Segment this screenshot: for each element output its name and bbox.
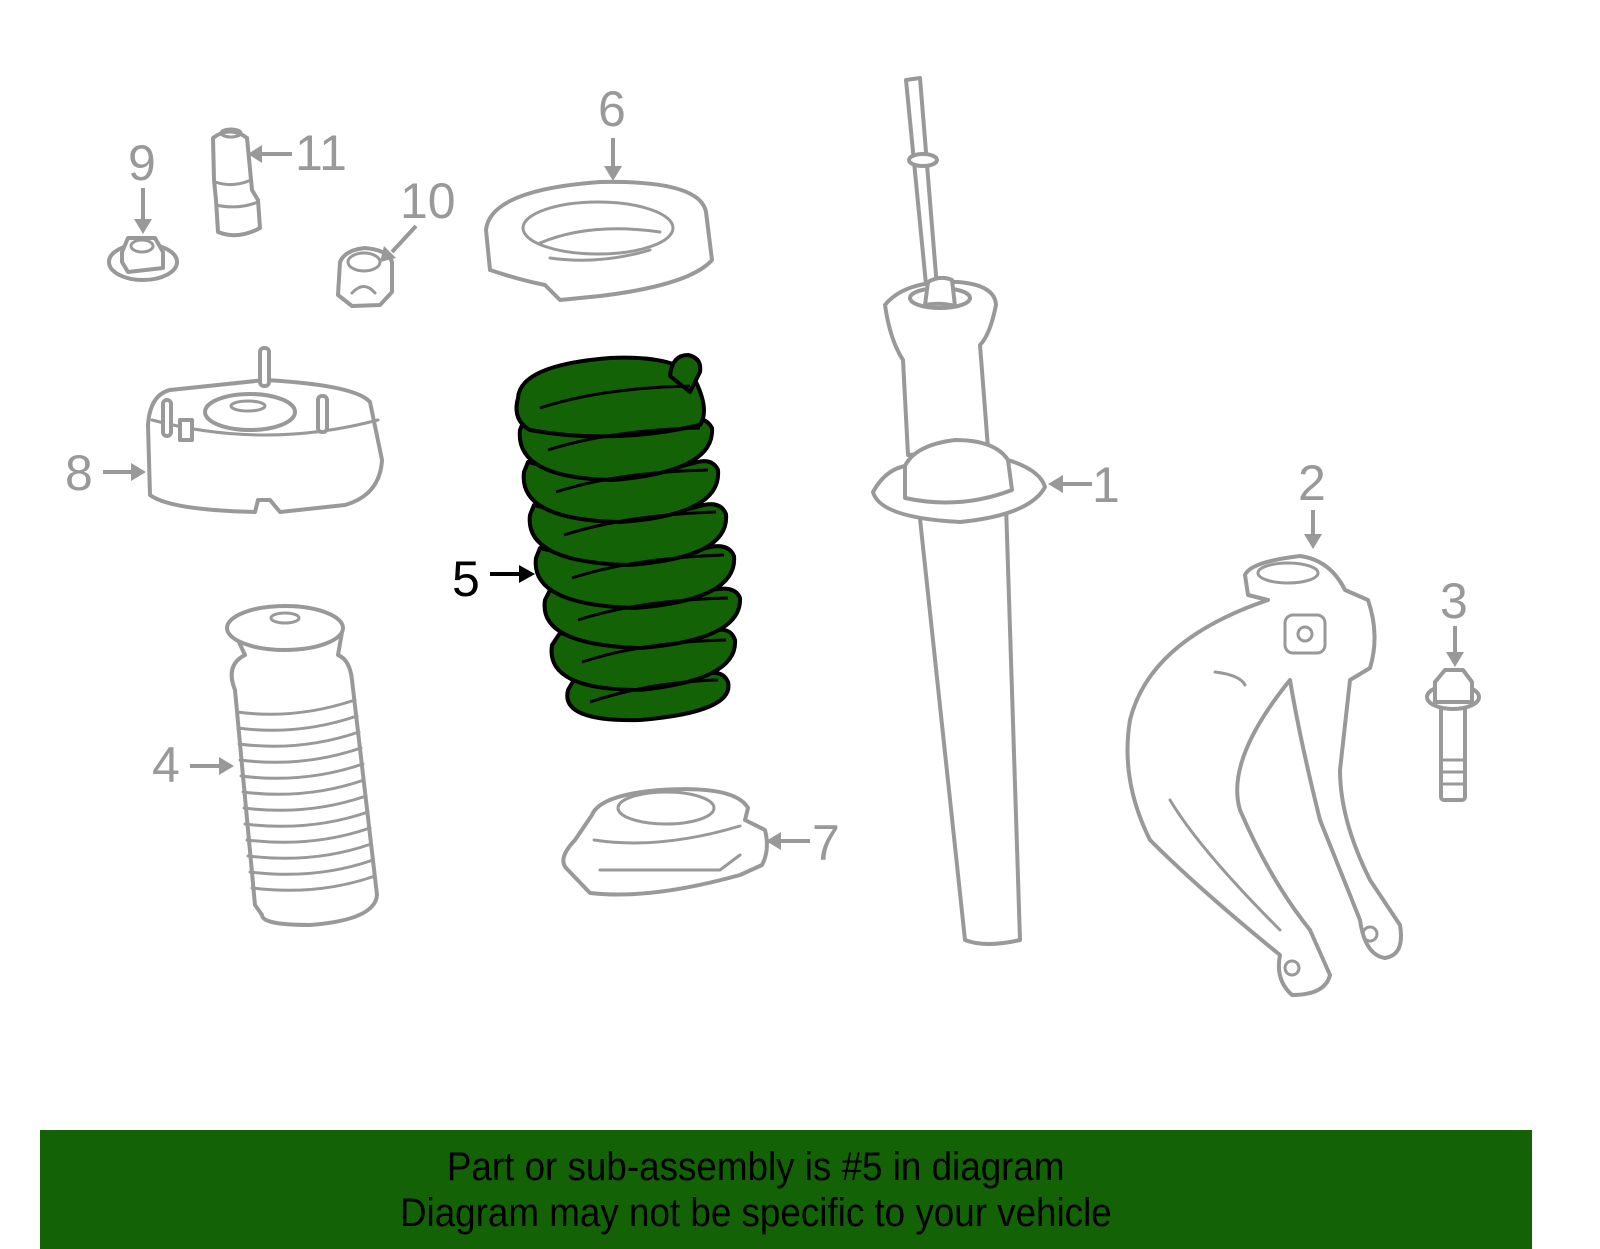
part-1-strut[interactable] <box>871 76 1047 946</box>
callout-10[interactable]: 10 <box>380 173 456 262</box>
part-5-coil-spring[interactable] <box>514 353 743 723</box>
callout-5[interactable]: 5 <box>452 551 535 607</box>
callout-6[interactable]: 6 <box>598 81 626 181</box>
callout-7-label: 7 <box>812 815 840 871</box>
callout-3-label: 3 <box>1440 573 1468 629</box>
callout-7[interactable]: 7 <box>766 815 840 871</box>
part-11-bump-stop[interactable] <box>211 127 262 238</box>
part-8-strut-mount[interactable] <box>146 346 384 514</box>
part-7-lower-spring-seat[interactable] <box>561 787 769 897</box>
callout-2[interactable]: 2 <box>1298 455 1326 549</box>
callout-11-label: 11 <box>295 125 347 181</box>
callout-4[interactable]: 4 <box>152 737 234 793</box>
part-4-dust-boot[interactable] <box>225 604 379 927</box>
callout-6-label: 6 <box>598 81 626 137</box>
callout-2-label: 2 <box>1298 455 1326 511</box>
part-10-lock-nut[interactable] <box>336 246 394 308</box>
callout-8-label: 8 <box>65 445 93 501</box>
callout-10-label: 10 <box>400 173 456 229</box>
banner-line-disclaimer: Diagram may not be specific to your vehi… <box>400 1190 1112 1235</box>
banner-line-part-info: Part or sub-assembly is #5 in diagram <box>447 1144 1065 1189</box>
callout-4-label: 4 <box>152 737 180 793</box>
callout-1[interactable]: 1 <box>1048 457 1120 513</box>
part-2-knuckle[interactable] <box>1125 554 1403 997</box>
callout-9[interactable]: 9 <box>128 135 156 234</box>
callout-8[interactable]: 8 <box>65 445 146 501</box>
part-6-upper-spring-seat[interactable] <box>484 179 714 302</box>
info-banner: Part or sub-assembly is #5 in diagram Di… <box>40 1130 1532 1249</box>
callout-1-label: 1 <box>1092 457 1120 513</box>
callout-9-label: 9 <box>128 135 156 191</box>
callout-5-label: 5 <box>452 551 480 607</box>
part-9-flange-nut[interactable] <box>107 236 179 282</box>
callout-11[interactable]: 11 <box>248 125 347 181</box>
part-3-bolt[interactable] <box>1425 668 1481 802</box>
callout-3[interactable]: 3 <box>1440 573 1468 667</box>
